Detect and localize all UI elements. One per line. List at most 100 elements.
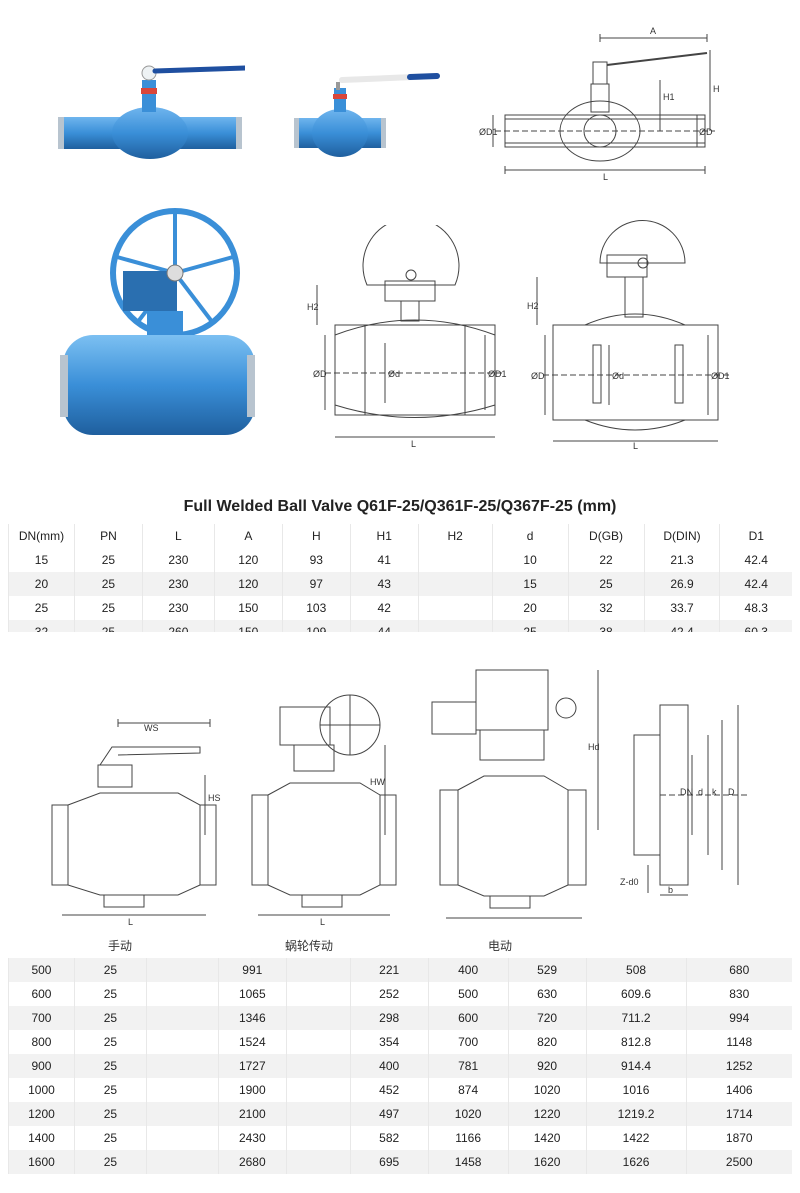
- table-cell: 25: [73, 1126, 147, 1150]
- table-cell: 582: [349, 1126, 429, 1150]
- table-cell: [145, 1006, 219, 1030]
- dim-HW-label: HW: [370, 777, 385, 787]
- table-cell: 1166: [427, 1126, 509, 1150]
- table-cell: 22: [567, 548, 645, 572]
- drawing-gear-valve-1: H2 ØD Ød ØD1 L: [307, 225, 507, 449]
- table-cell: 2680: [217, 1150, 287, 1174]
- table-cell: [285, 1030, 351, 1054]
- table-cell: 120: [213, 548, 283, 572]
- table-cell: 97: [281, 572, 351, 596]
- dim-L-label-3: L: [633, 441, 638, 450]
- table-cell: 812.8: [585, 1030, 686, 1054]
- table-cell: 230: [141, 572, 215, 596]
- table-cell: 354: [349, 1030, 429, 1054]
- col-pn: PN: [73, 524, 143, 548]
- table-cell: 1458: [427, 1150, 509, 1174]
- dim-L-label: L: [603, 172, 608, 180]
- spec-table-header: DN(mm) PN L A H H1 H2 d D(GB) D(DIN) D1: [8, 524, 792, 548]
- drawing-worm-gear-valve: HW L: [251, 694, 397, 927]
- dim-L-label-5: L: [320, 917, 325, 927]
- dim-D1-label: ØD1: [479, 127, 498, 137]
- table-cell: 1219.2: [585, 1102, 686, 1126]
- table-cell: 695: [349, 1150, 429, 1174]
- table-cell: 497: [349, 1102, 429, 1126]
- table-cell: 1252: [685, 1054, 792, 1078]
- table-cell: [145, 1102, 219, 1126]
- valve-photo-gear-operated: [60, 208, 255, 435]
- table-cell: 298: [349, 1006, 429, 1030]
- table-cell: 508: [585, 958, 686, 982]
- dim-k-label: k: [712, 787, 717, 797]
- dim-b-label: b: [668, 885, 673, 895]
- table-cell: 1200: [8, 1102, 75, 1126]
- table-cell: 820: [507, 1030, 587, 1054]
- table-cell: 25: [73, 982, 147, 1006]
- table-cell: 991: [217, 958, 287, 982]
- col-a: A: [213, 524, 283, 548]
- table-cell: 830: [685, 982, 792, 1006]
- table-cell: 32: [8, 620, 75, 632]
- table-cell: [285, 1150, 351, 1174]
- table-cell: 25: [73, 620, 143, 632]
- table-cell: 25: [73, 958, 147, 982]
- table-cell: 25: [73, 596, 143, 620]
- table-cell: [145, 1078, 219, 1102]
- caption-electric: 电动: [488, 939, 513, 953]
- table-cell: 1220: [507, 1102, 587, 1126]
- table-cell: 252: [349, 982, 429, 1006]
- table-cell: 1148: [685, 1030, 792, 1054]
- table-cell: 1620: [507, 1150, 587, 1174]
- table-cell: 109: [281, 620, 351, 632]
- table-cell: 1626: [585, 1150, 686, 1174]
- dim-H-label: H: [713, 84, 720, 94]
- table-cell: 25: [73, 1006, 147, 1030]
- table-cell: 38: [567, 620, 645, 632]
- table-cell: 260: [141, 620, 215, 632]
- table-cell: 25: [8, 596, 75, 620]
- table-cell: [145, 958, 219, 982]
- table-cell: 25: [73, 1150, 147, 1174]
- spec-table-top: DN(mm) PN L A H H1 H2 d D(GB) D(DIN) D1 …: [8, 524, 792, 632]
- dim-H1-label: H1: [663, 92, 675, 102]
- table-cell: 150: [213, 596, 283, 620]
- table-cell: 26.9: [643, 572, 720, 596]
- table-cell: 230: [141, 548, 215, 572]
- table-cell: [145, 1054, 219, 1078]
- table-cell: [285, 1102, 351, 1126]
- table-cell: 1400: [8, 1126, 75, 1150]
- dim-D-label: ØD: [699, 127, 713, 137]
- table-cell: 10: [491, 548, 569, 572]
- table-cell: 25: [73, 548, 143, 572]
- table-cell: 920: [507, 1054, 587, 1078]
- table-cell: 43: [349, 572, 419, 596]
- table-cell: 1420: [507, 1126, 587, 1150]
- table-cell: 720: [507, 1006, 587, 1030]
- table-cell: 25: [491, 620, 569, 632]
- table-cell: 2430: [217, 1126, 287, 1150]
- dim-L-label-2: L: [411, 439, 416, 449]
- table-cell: 1600: [8, 1150, 75, 1174]
- table-cell: 1020: [427, 1102, 509, 1126]
- dim-D-label-2: ØD: [313, 369, 327, 379]
- dim-H2-label: H2: [307, 302, 319, 312]
- table-cell: 1900: [217, 1078, 287, 1102]
- table-cell: 994: [685, 1006, 792, 1030]
- col-d-din: D(DIN): [643, 524, 720, 548]
- table-cell: [145, 982, 219, 1006]
- table-cell: [145, 1150, 219, 1174]
- col-h: H: [281, 524, 351, 548]
- dim-d-label: Ød: [388, 369, 400, 379]
- table-cell: 41: [349, 548, 419, 572]
- table-cell: [285, 1006, 351, 1030]
- table-cell: 900: [8, 1054, 75, 1078]
- table-cell: 500: [8, 958, 75, 982]
- table-cell: [285, 1078, 351, 1102]
- table-cell: 1000: [8, 1078, 75, 1102]
